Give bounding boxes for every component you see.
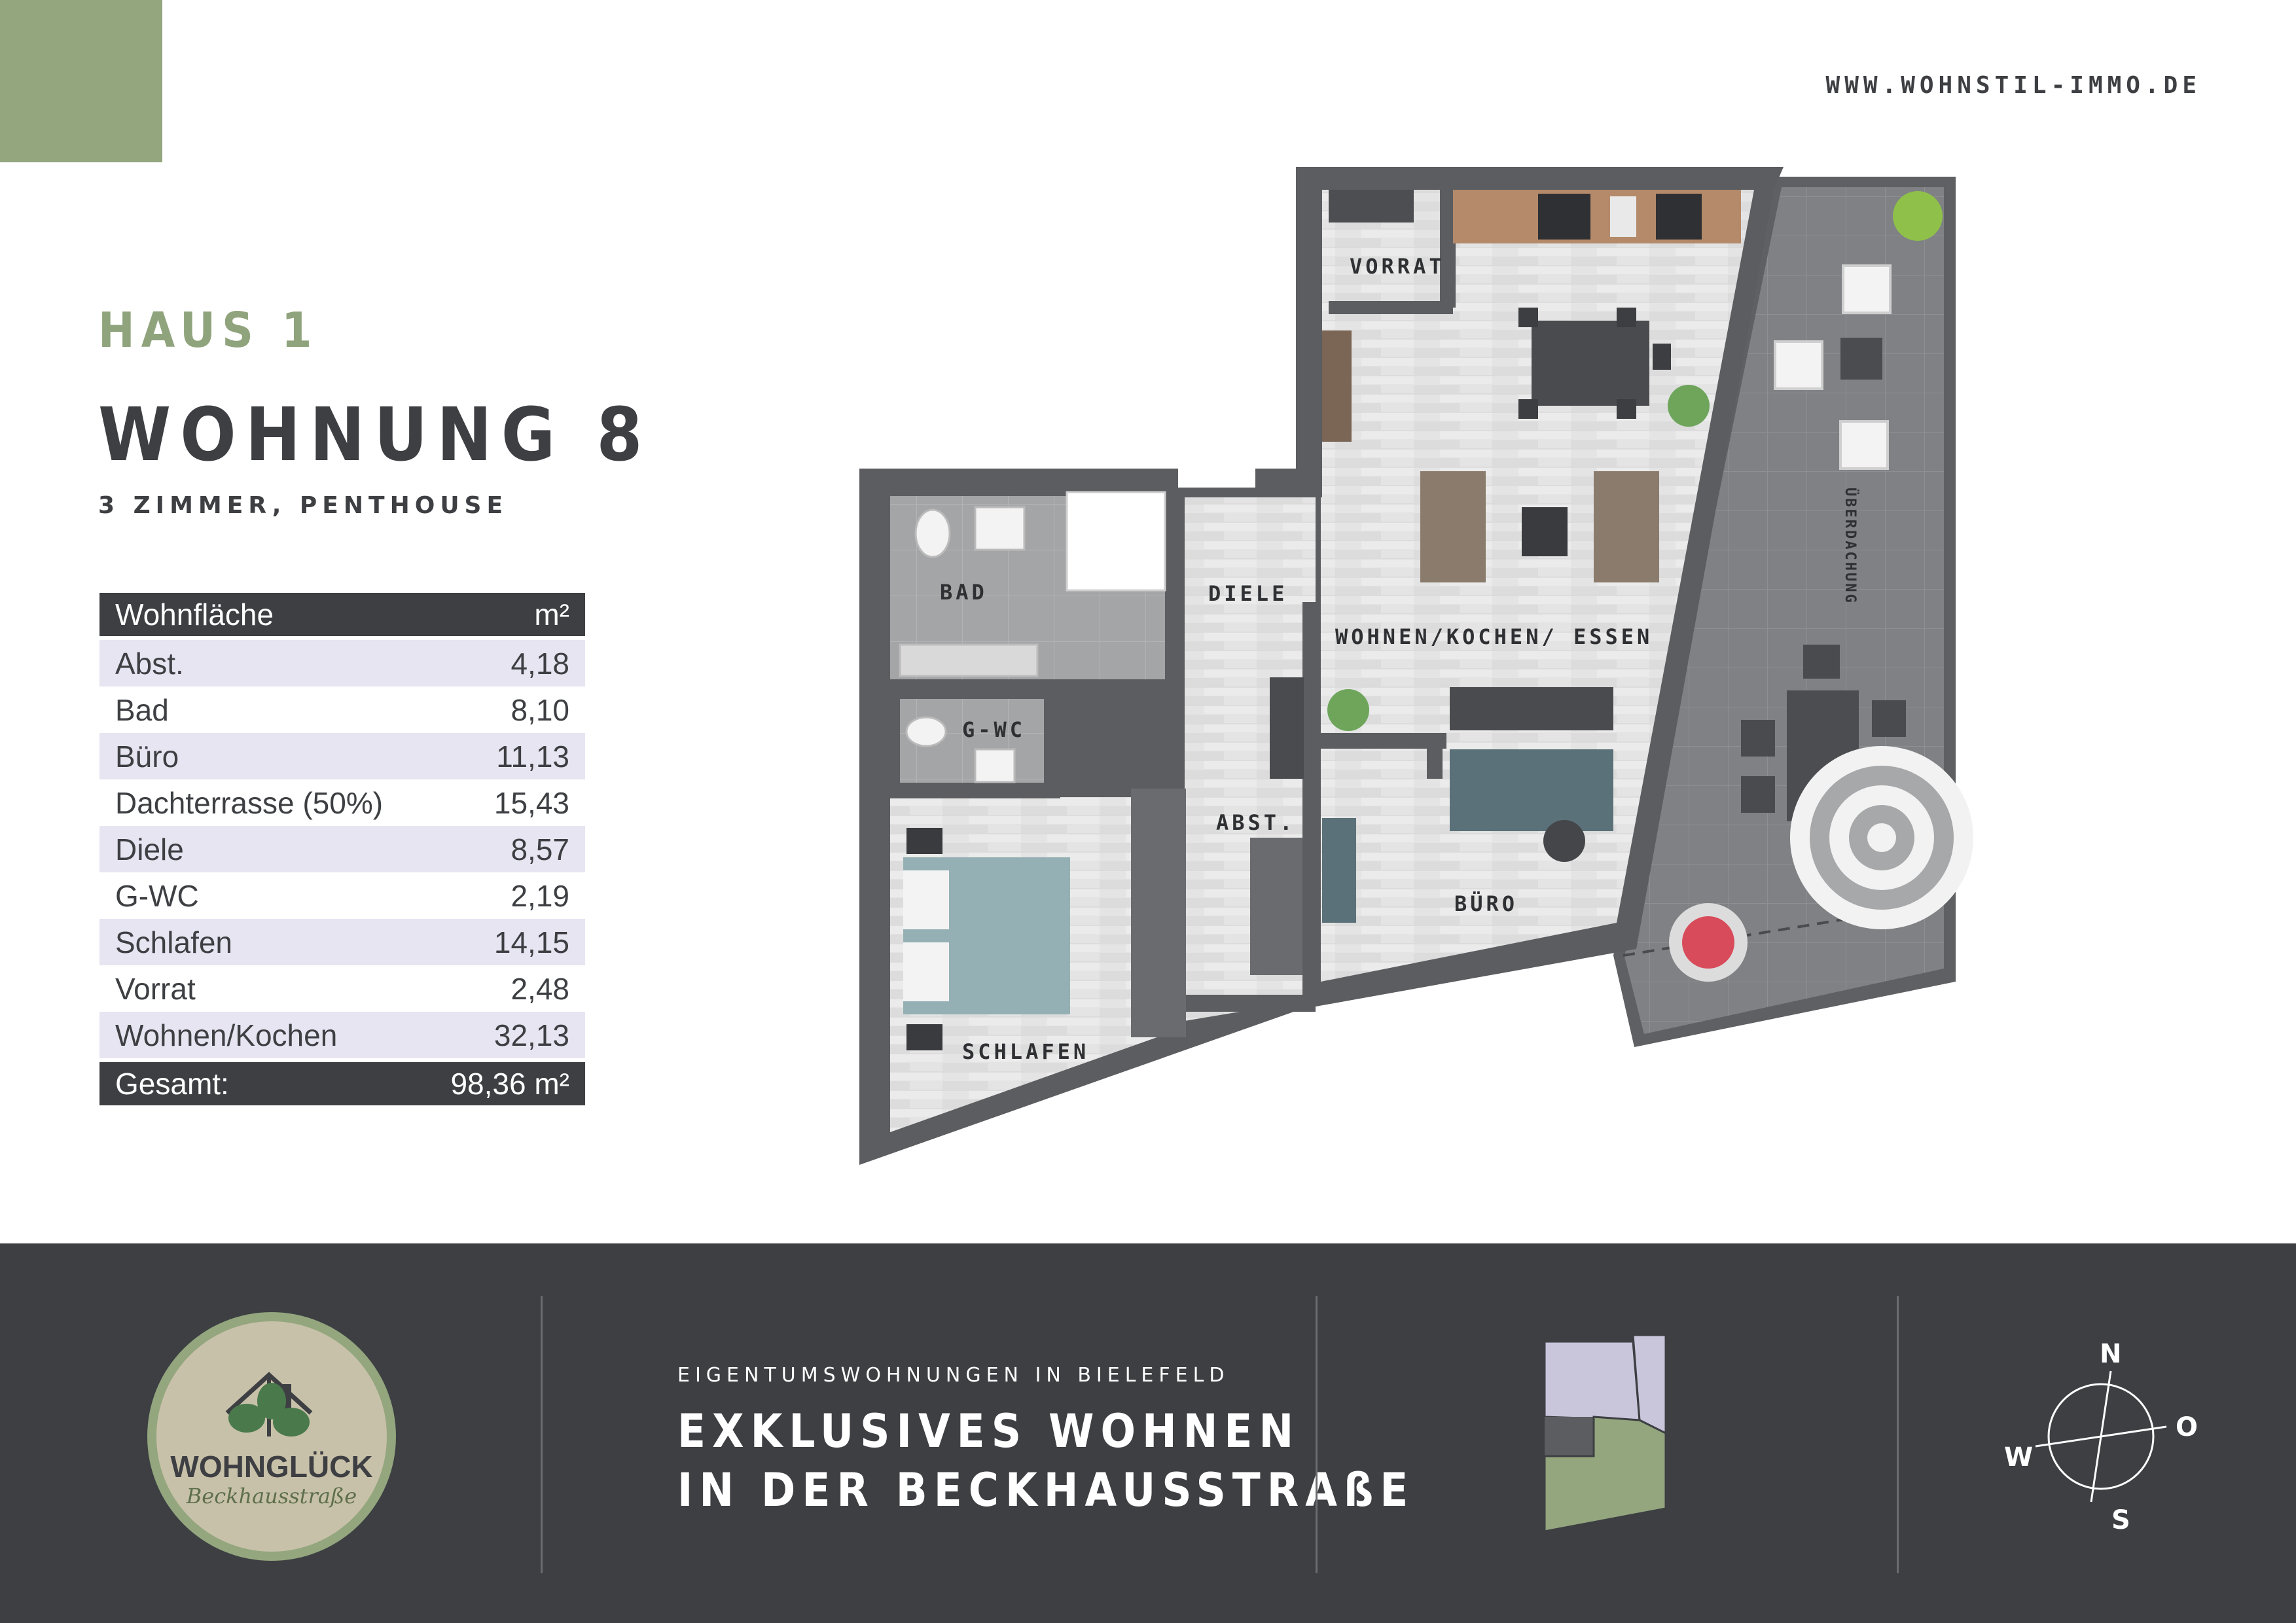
- inner-walls: [890, 190, 1456, 1012]
- apartment-title: WOHNUNG 8: [98, 393, 652, 478]
- compass-south: S: [2111, 1505, 2130, 1535]
- room-label-gwc: G-WC: [962, 717, 1026, 742]
- footer-divider: [1316, 1296, 1318, 1573]
- area-table-total: Gesamt: 98,36 m²: [99, 1062, 585, 1105]
- room-area: 32,13: [493, 1018, 569, 1052]
- table-row: Diele 8,57: [99, 826, 585, 872]
- room-area: 4,18: [511, 646, 569, 681]
- website-link[interactable]: WWW.WOHNSTIL-IMMO.DE: [1825, 72, 2201, 99]
- room-name: Büro: [115, 739, 179, 774]
- footer-divider: [1897, 1296, 1899, 1573]
- table-row: Dachterrasse (50%) 15,43: [99, 779, 585, 826]
- living-set: [1322, 330, 1659, 731]
- room-area: 2,19: [511, 878, 569, 913]
- table-row: Bad 8,10: [99, 687, 585, 733]
- compass-north: N: [2100, 1339, 2121, 1369]
- bed: [903, 828, 1070, 1050]
- compass-east: O: [2176, 1412, 2198, 1442]
- footer-headline: EXKLUSIVES WOHNEN IN DER BECKHAUSSTRAßE: [677, 1402, 1414, 1520]
- kitchen: [1329, 190, 1741, 243]
- room-name: Dachterrasse (50%): [115, 785, 384, 820]
- roof-terrace: [1613, 177, 1973, 1047]
- compass-west: W: [2004, 1442, 2033, 1472]
- table-row: Vorrat 2,48: [99, 965, 585, 1012]
- footer: WOHNGLÜCK Beckhausstraße EIGENTUMSWOHNUN…: [0, 1243, 2296, 1623]
- logo-subtitle: Beckhausstraße: [186, 1484, 357, 1508]
- room-area: 14,15: [493, 925, 569, 959]
- logo-title: WOHNGLÜCK: [170, 1450, 372, 1484]
- footer-headline-line1: EXKLUSIVES WOHNEN: [677, 1404, 1300, 1458]
- room-name: Vorrat: [115, 971, 196, 1006]
- dining-set: [1518, 308, 1710, 427]
- table-row: Abst. 4,18: [99, 640, 585, 687]
- office-furniture: [1322, 749, 1613, 923]
- table-row: Wohnen/Kochen 32,13: [99, 1012, 585, 1058]
- room-label-wohnen: WOHNEN/KOCHEN/ ESSEN: [1335, 624, 1653, 649]
- floor-plan: VORRAT BAD DIELE WOHNEN/KOCHEN/ ESSEN G-…: [859, 167, 1973, 1165]
- room-name: Wohnen/Kochen: [115, 1018, 338, 1052]
- room-name: Abst.: [115, 646, 184, 681]
- corner-accent-square: [0, 0, 162, 162]
- area-header-unit: m²: [534, 597, 569, 632]
- brand-logo: WOHNGLÜCK Beckhausstraße: [147, 1312, 396, 1561]
- total-label: Gesamt:: [115, 1067, 229, 1101]
- table-row: Schlafen 14,15: [99, 919, 585, 965]
- compass-icon: N O S W: [2004, 1339, 2198, 1535]
- site-plan-icon: [1543, 1334, 1667, 1533]
- room-name: G-WC: [115, 878, 199, 913]
- area-header-label: Wohnfläche: [115, 597, 274, 632]
- footer-eyebrow: EIGENTUMSWOHNUNGEN IN BIELEFELD: [677, 1364, 1230, 1387]
- room-area: 2,48: [511, 971, 569, 1006]
- footer-divider: [541, 1296, 543, 1573]
- room-label-schlafen: SCHLAFEN: [962, 1039, 1089, 1064]
- apartment-subtitle: 3 ZIMMER, PENTHOUSE: [98, 492, 509, 519]
- table-row: G-WC 2,19: [99, 872, 585, 919]
- room-area: 8,57: [511, 832, 569, 866]
- area-table: Wohnfläche m² Abst. 4,18 Bad 8,10 Büro 1…: [99, 593, 585, 1105]
- bath-fixtures: [899, 491, 1166, 783]
- table-row: Büro 11,13: [99, 733, 585, 779]
- room-label-diele: DIELE: [1208, 581, 1287, 606]
- room-name: Bad: [115, 692, 169, 727]
- footer-headline-line2: IN DER BECKHAUSSTRAßE: [677, 1463, 1415, 1517]
- room-label-abst: ABST.: [1216, 810, 1295, 835]
- room-area: 8,10: [511, 692, 569, 727]
- room-label-ueberdachung: ÜBERDACHUNG: [1842, 488, 1859, 605]
- room-area: 11,13: [496, 739, 569, 774]
- house-label: HAUS 1: [98, 302, 319, 359]
- room-name: Diele: [115, 832, 184, 866]
- total-value: 98,36 m²: [450, 1067, 569, 1101]
- area-table-header: Wohnfläche m²: [99, 593, 585, 636]
- room-label-vorrat: VORRAT: [1350, 254, 1445, 279]
- room-name: Schlafen: [115, 925, 233, 959]
- room-label-buero: BÜRO: [1454, 891, 1518, 916]
- room-area: 15,43: [493, 785, 569, 820]
- room-label-bad: BAD: [940, 580, 988, 605]
- hall-furniture: [1131, 677, 1304, 1037]
